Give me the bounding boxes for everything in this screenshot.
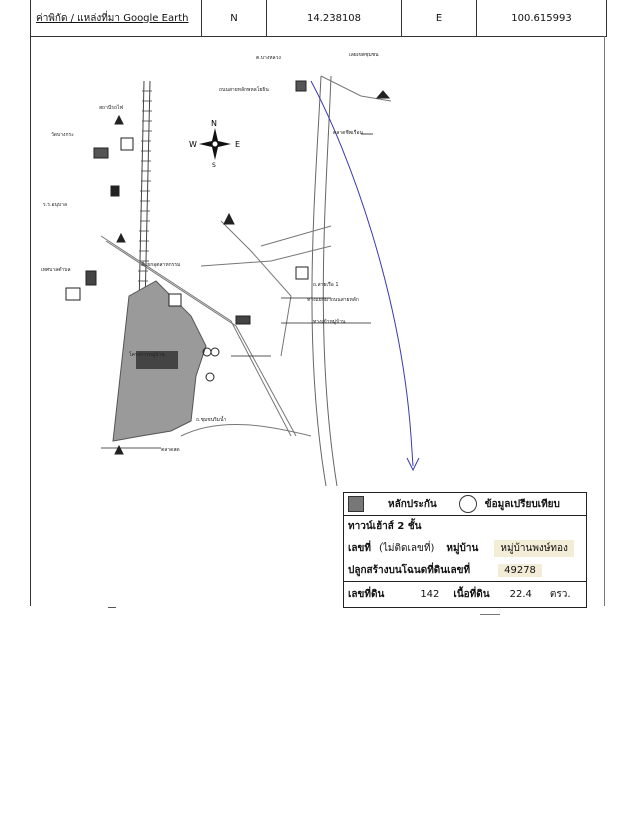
compass-n: N: [211, 119, 217, 128]
east-value: 100.615993: [511, 12, 572, 24]
marker-icon: [205, 372, 215, 382]
map-label: ทางเข้าหมู่บ้าน: [313, 318, 346, 325]
page-border-left: [30, 36, 31, 606]
comparable-symbol: [458, 495, 477, 513]
map-label: สถานีรถไฟ: [99, 104, 124, 111]
village-label: หมู่บ้าน: [446, 542, 479, 554]
collateral-legend-label: หลักประกัน: [388, 498, 437, 510]
secondary-roads: [100, 75, 392, 437]
collateral-building: [136, 351, 178, 369]
building-icon: [85, 270, 97, 286]
route-shields: [65, 137, 309, 307]
school-icon: [93, 147, 109, 159]
village-value: หมู่บ้านพงษ์ทอง: [494, 539, 574, 557]
east-label: E: [402, 0, 477, 36]
map-label: ต.บางหลวง: [256, 55, 281, 61]
temple-icon: [114, 114, 124, 125]
map-label: ถนนสายหลักพหลโยธิน: [219, 86, 269, 93]
pointer-arrowhead: [406, 457, 420, 472]
map-label: ร.ร.อนุบาล: [43, 202, 67, 208]
landmark-icons: [85, 80, 391, 455]
land-no-label: เลขที่ดิน: [348, 588, 385, 600]
pointer-line: [310, 80, 414, 467]
map-label: วัดบางกระ: [51, 132, 74, 138]
scan-mark: [108, 607, 116, 608]
coordinate-source-label: ค่าพิกัด / แหล่งที่มา Google Earth: [31, 0, 202, 36]
comparable-legend-label: ข้อมูลเปรียบเทียบ: [484, 498, 560, 510]
compass-e: E: [235, 140, 240, 149]
map-label: ตลาดสด: [161, 447, 180, 453]
land-no-value: 142: [420, 588, 440, 600]
railway-line: [138, 80, 152, 307]
legend-row: หลักประกัน ข้อมูลเปรียบเทียบ: [344, 493, 586, 516]
north-label: N: [202, 0, 267, 36]
area-value: 22.4: [509, 588, 532, 600]
marker-icon: [210, 347, 220, 357]
building-icon: [295, 80, 307, 92]
factory-icon: [110, 185, 120, 197]
area-label: เนื้อที่ดิน: [453, 588, 490, 600]
temple-icon: [114, 444, 124, 455]
location-map: N W E S เลยเขตชุมชน ต.บางหลวง ตลาดชีพเร: [41, 52, 420, 487]
north-value: 14.238108: [267, 0, 402, 36]
page-border-right: [604, 36, 605, 606]
collateral-swatch: [348, 496, 364, 512]
highway: [311, 75, 338, 487]
map-label: สี่แยกอุตสาหกรรม: [141, 261, 180, 268]
map-label: เลยเขตชุมชน: [349, 52, 379, 58]
deed-value: 49278: [498, 563, 542, 577]
house-row: เลขที่ (ไม่ติดเลขที่) หมู่บ้าน หมู่บ้านพ…: [344, 537, 586, 559]
temple-icon: [223, 212, 235, 225]
compass-w: W: [189, 140, 197, 149]
building-icon: [235, 315, 251, 325]
map-label: ถ.สายเรือ 1: [313, 281, 339, 288]
area-unit: ตรว.: [549, 588, 571, 600]
house-no-value: (ไม่ติดเลขที่): [378, 542, 435, 554]
land-row: เลขที่ดิน 142 เนื้อที่ดิน 22.4 ตรว.: [344, 581, 586, 606]
map-label: ทางแยกมาถนนสายหลัก: [307, 297, 359, 303]
map-label: เทศบาลตำบล: [41, 267, 71, 273]
map-label: ถ.ชุมชนริมน้ำ: [196, 414, 227, 423]
house-no-label: เลขที่: [348, 542, 371, 554]
coordinate-header: ค่าพิกัด / แหล่งที่มา Google Earth N 14.…: [30, 0, 607, 37]
map-label: โครงการหมู่บ้าน: [129, 351, 165, 358]
property-type: ทาวน์เฮ้าส์ 2 ชั้น: [348, 520, 422, 532]
label-leaders: [101, 133, 373, 449]
compass-s: S: [212, 162, 216, 169]
compass-rose: [199, 128, 231, 160]
deed-label: ปลูกสร้างบนโฉนดที่ดินเลขที่: [348, 564, 471, 576]
property-info-box: หลักประกัน ข้อมูลเปรียบเทียบ ทาวน์เฮ้าส์…: [343, 492, 587, 608]
temple-icon: [116, 232, 126, 243]
scan-mark: [480, 614, 500, 615]
map-label: ตลาดชีพเรือน: [333, 129, 363, 136]
house-icon: [375, 90, 391, 99]
deed-row: ปลูกสร้างบนโฉนดที่ดินเลขที่ 49278: [344, 559, 586, 581]
